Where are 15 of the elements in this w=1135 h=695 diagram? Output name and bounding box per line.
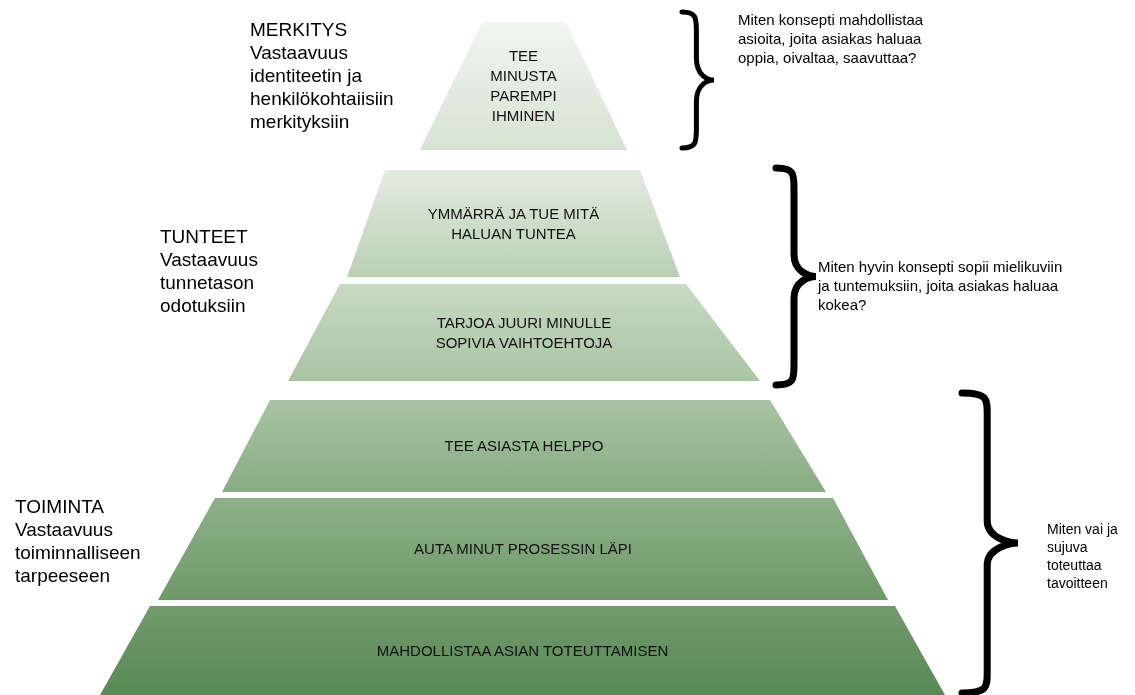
question-text: Miten vai ja sujuva toteuttaa tavoitteen: [1047, 520, 1119, 592]
level-label: Vastaavuus toiminnalliseen tarpeeseen: [15, 518, 142, 587]
layer-label: TARJOA JUURI MINULLE SOPIVIA VAIHTOEHTOJA: [434, 312, 614, 353]
question-text: Miten konsepti mahdollistaa asioita, joita asiakas haluaa oppia, oivaltaa, saavuttaa?: [738, 10, 925, 67]
level-label: Vastaavuus tunnetason odotuksiin: [160, 248, 259, 317]
layer-label: TEE ASIASTA HELPPO: [444, 436, 604, 456]
level-label: MERKITYS: [250, 18, 348, 41]
layer-label: TEE MINUSTA PAREMPI IHMINEN: [489, 46, 558, 126]
question-text: Miten hyvin konsepti sopii mielikuviin ja tuntemuksiin, joita asiakas haluaa kokea?: [818, 257, 1063, 314]
level-label: Vastaavuus identiteetin ja henkilökohtaiisiin merkityksiin: [250, 41, 395, 133]
layer-label: MAHDOLLISTAA ASIAN TOTEUTTAMISEN: [376, 640, 669, 661]
layer-label: AUTA MINUT PROSESSIN LÄPI: [414, 539, 632, 559]
layer-label: YMMÄRRÄ JA TUE MITÄ HALUAN TUNTEA: [426, 203, 601, 244]
level-label: TUNTEET: [160, 225, 248, 248]
level-label: TOIMINTA: [15, 495, 105, 518]
